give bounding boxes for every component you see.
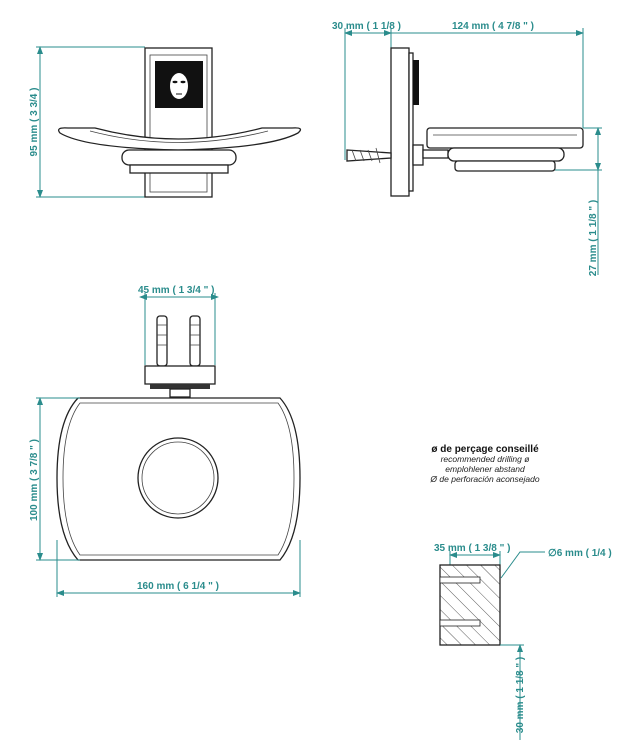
dish-base-circle bbox=[137, 437, 219, 519]
drill-diameter-label: ∅6 mm ( 1/4 ) bbox=[548, 548, 612, 559]
side-dish bbox=[426, 127, 584, 149]
drill-detail: 35 mm ( 1 3/8 " ) ∅6 mm ( 1/4 ) 30 mm ( … bbox=[434, 543, 612, 740]
drilling-note: ø de perçage conseillé recommended drill… bbox=[429, 444, 539, 484]
wall-anchor bbox=[346, 149, 392, 162]
note-line-es: Ø de perforación aconsejado bbox=[429, 474, 539, 484]
top-view: 45 mm ( 1 3/4 " ) 100 mm ( 3 7/8 " ) 160… bbox=[29, 285, 301, 597]
emblem-side-icon bbox=[413, 60, 419, 105]
note-line-de: emplohlener abstand bbox=[445, 464, 525, 474]
dish-base-ring bbox=[121, 149, 237, 166]
anchor-left bbox=[156, 315, 168, 367]
note-line-en: recommended drilling ø bbox=[441, 454, 530, 464]
note-title: ø de perçage conseillé bbox=[431, 444, 539, 455]
side-view: 30 mm ( 1 1/8 ) 124 mm ( 4 7/8 " ) 27 mm… bbox=[332, 21, 602, 276]
soap-dish bbox=[57, 127, 302, 151]
front-view: 95 mm ( 3 3/4 ) bbox=[29, 46, 302, 198]
side-projection-label: 124 mm ( 4 7/8 " ) bbox=[452, 21, 534, 32]
anchor-spacing-label: 45 mm ( 1 3/4 " ) bbox=[138, 285, 214, 296]
drill-depth-label: 35 mm ( 1 3/8 " ) bbox=[434, 543, 510, 554]
side-dish-height-label: 27 mm ( 1 1/8 " ) bbox=[588, 200, 599, 276]
top-depth-label: 100 mm ( 3 7/8 " ) bbox=[29, 439, 40, 521]
anchor-right bbox=[189, 315, 201, 367]
top-width-label: 160 mm ( 6 1/4 " ) bbox=[137, 581, 219, 592]
drill-hole-top bbox=[439, 576, 481, 584]
drill-spacing-label: 30 mm ( 1 1/8 " ) bbox=[515, 657, 526, 733]
drill-hole-bottom bbox=[439, 619, 481, 627]
front-height-label: 95 mm ( 3 3/4 ) bbox=[29, 88, 40, 157]
side-wall-depth-label: 30 mm ( 1 1/8 ) bbox=[332, 21, 401, 32]
